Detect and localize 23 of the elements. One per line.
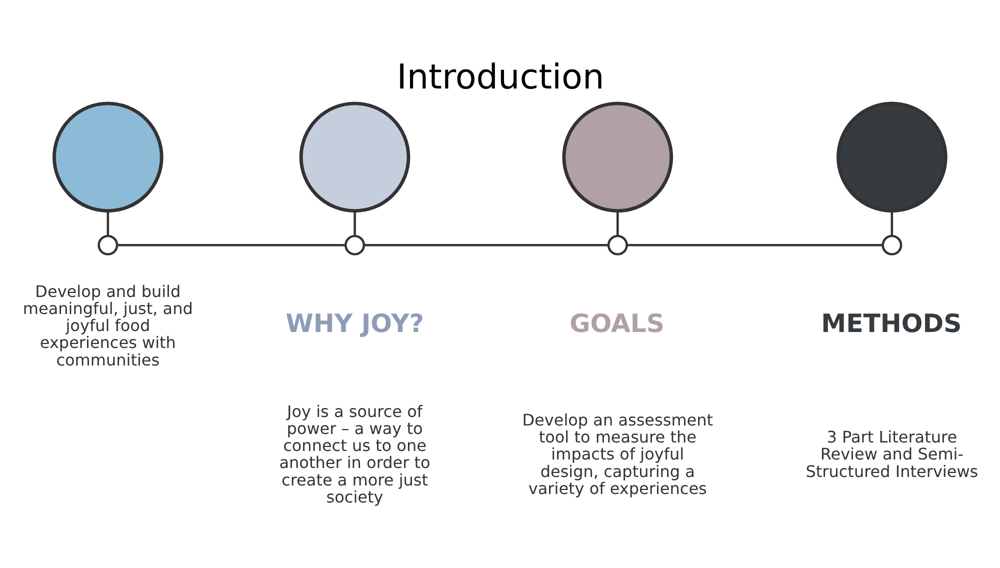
node-circle: [836, 102, 947, 213]
connector: [106, 211, 109, 236]
label: Develop and build meaningful, just, and joyful food experiences with communities: [22, 282, 192, 370]
label: METHODS: [820, 309, 962, 338]
connector: [116, 244, 345, 246]
connector: [626, 244, 882, 246]
node-circle: [606, 234, 628, 256]
label: Develop an assessment tool to measure the impacts of joyful design, capturing a variety of experiences: [522, 410, 713, 498]
diagram-title: Introduction: [396, 58, 604, 98]
connector: [616, 211, 618, 236]
label: WHY JOY?: [285, 309, 424, 338]
label: GOALS: [569, 309, 664, 338]
node-circle: [52, 102, 163, 213]
connector: [890, 211, 893, 236]
label: Joy is a source of power – a way to connect us to one another in order to create a more just society: [278, 402, 430, 507]
label: 3 Part Literature Review and Semi-Structured Interviews: [805, 428, 978, 481]
node-circle: [298, 102, 410, 213]
node-circle: [562, 102, 673, 213]
connector: [353, 211, 356, 236]
connector: [364, 244, 608, 246]
node-circle: [97, 234, 118, 256]
node-circle: [881, 234, 902, 256]
node-circle: [344, 234, 365, 256]
